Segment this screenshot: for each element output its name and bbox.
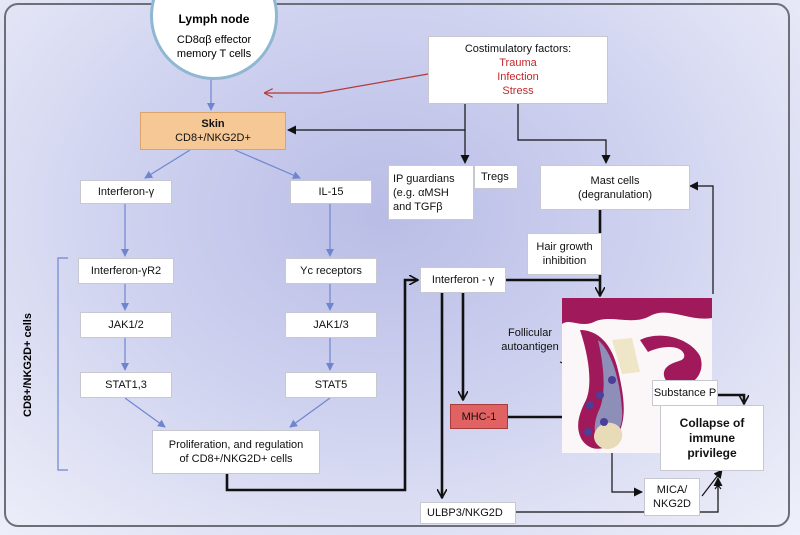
mhc1-box: MHC-1 [450,404,508,429]
arrow-mica-to-collapse [701,469,723,497]
stat13-box: STAT1,3 [80,372,172,398]
lymph-node-line2: memory T cells [176,48,252,60]
costim-title: Costimulatory factors: [464,43,572,55]
ulbp3-nkg2d-box: ULBP3/NKG2D [420,502,516,524]
ip-guardians-box: IP guardians (e.g. αMSH and TGFβ [388,165,474,220]
proliferation-line1: Proliferation, and regulation [168,439,304,451]
mica-line2: NKG2D [653,498,691,510]
substance-p-box: Substance P [652,380,718,406]
jak13-box: JAK1/3 [285,312,377,338]
arrow-prolif-to-ifn [225,280,418,492]
lymph-node-title: Lymph node [178,12,250,26]
ip-guardians-line3: and TGFβ [393,200,443,213]
cd8-cells-label-text: CD8+/NKG2D+ cells [22,313,34,417]
diagram-frame [4,3,790,527]
arrow-costim-to-mast [517,104,611,164]
interferon-gamma-r2-box: Interferon-γR2 [78,258,174,284]
skin-box: Skin CD8+/NKG2D+ [140,112,286,150]
proliferation-line2: of CD8+/NKG2D+ cells [179,453,293,465]
hair-growth-box: Hair growth inhibition [527,233,602,275]
lymph-node-subtitle: CD8αβ effector memory T cells [150,33,278,61]
proliferation-box: Proliferation, and regulation of CD8+/NK… [152,430,320,474]
mast-cells-line2: (degranulation) [578,188,652,201]
interferon-gamma-center-box: Interferon - γ [420,267,506,293]
hair-growth-line2: inhibition [542,255,587,267]
costim-item: Stress [502,85,534,97]
skin-subtitle: CD8+/NKG2D+ [175,132,251,144]
cd8-bracket [57,257,68,471]
up-arrow-icon [714,484,722,500]
arrow-follicle-to-mica [611,452,643,497]
tregs-label: Tregs [481,171,509,183]
tregs-box: Tregs [474,165,518,189]
mast-cells-box: Mast cells (degranulation) [540,165,690,210]
arrow-substp-to-mast [689,181,714,294]
mast-cells-line1: Mast cells [590,174,640,187]
arrow-substp-to-collapse [718,393,744,404]
ulbp3-label: ULBP3/NKG2D [427,507,503,519]
arrow-costim-to-lymph [265,73,429,93]
arrow-skin-to-il15 [234,149,301,179]
collapse-line1: Collapse of [679,415,745,430]
follicular-autoantigen-label: Follicular autoantigen [490,326,570,354]
arrow-stat13-to-prolif [124,397,166,428]
ip-guardians-line1: IP guardians [393,172,455,185]
interferon-gamma-box: Interferon-γ [80,180,172,204]
ip-guardians-line2: (e.g. αMSH [393,186,449,199]
collapse-line3: privilege [687,445,737,460]
arrow-skin-to-ifn [144,149,191,179]
costim-item: Trauma [499,57,537,69]
collapse-line2: immune [688,430,735,445]
follicular-line2: autoantigen [501,341,559,353]
mica-nkg2d-box: MICA/ NKG2D [644,478,700,516]
arrow-costim-to-skin [287,104,466,135]
jak12-box: JAK1/2 [80,312,172,338]
mica-line1: MICA/ [656,484,688,496]
stat5-box: STAT5 [285,372,377,398]
follicular-line1: Follicular [507,327,552,339]
skin-title: Skin [201,118,225,130]
yc-receptors-box: Yc receptors [285,258,377,284]
hair-growth-line1: Hair growth [536,241,593,253]
costimulatory-box: Costimulatory factors: Trauma Infection … [428,36,608,104]
arrow-stat5-to-prolif [289,397,331,428]
collapse-immune-privilege-box: Collapse of immune privilege [660,405,764,471]
costim-item: Infection [497,71,539,83]
il15-box: IL-15 [290,180,372,204]
lymph-node-line1: CD8αβ effector [176,34,252,46]
